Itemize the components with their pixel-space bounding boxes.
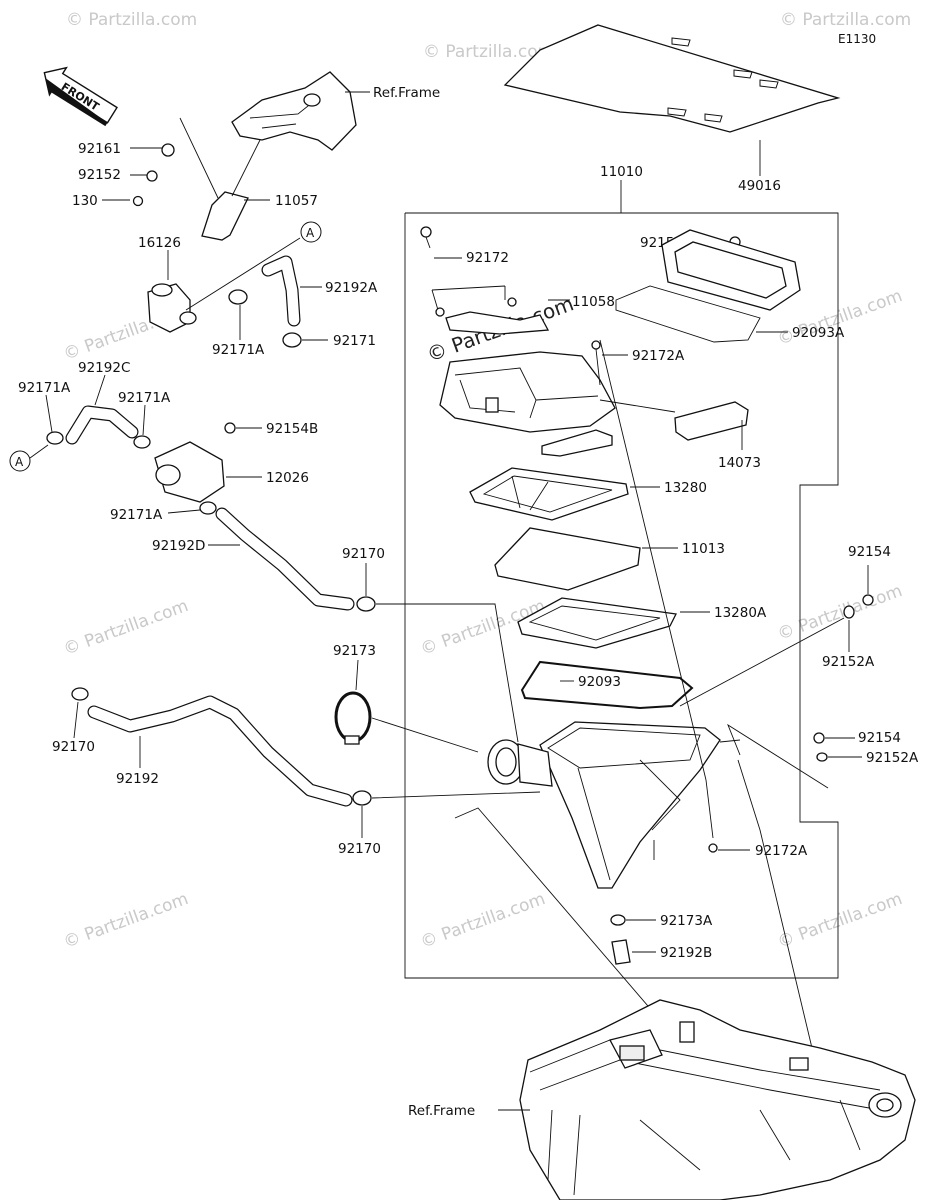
hose-92192D: 92192D xyxy=(152,507,355,611)
hose-92192A: 92192A xyxy=(261,255,378,327)
label-92154B: 92154B xyxy=(266,421,318,437)
valve-16126: 16126 xyxy=(138,235,301,333)
label-13280: 13280 xyxy=(664,480,707,496)
frame-13280A: 13280A xyxy=(517,597,767,649)
label-92152A-2: 92152A xyxy=(866,750,919,766)
seal-92093A: 92093A xyxy=(615,229,845,343)
housing-cover-upper: 92172A xyxy=(439,340,685,433)
bolt-92154-lower: 92154 xyxy=(813,730,901,746)
label-92152A-1: 92152A xyxy=(822,654,875,670)
watermark: © Partzilla.com xyxy=(61,889,191,953)
clamp-92171A-mid: 92171A xyxy=(118,390,171,449)
clip-92173A: 92173A xyxy=(610,913,713,929)
label-16126: 16126 xyxy=(138,235,181,251)
label-92170-3: 92170 xyxy=(52,739,95,755)
label-92170-1: 92170 xyxy=(342,546,385,562)
label-11013: 11013 xyxy=(682,541,725,557)
label-11010: 11010 xyxy=(600,164,643,180)
watermark: © Partzilla.com xyxy=(775,889,905,953)
ref-frame-bottom: Ref.Frame xyxy=(408,999,916,1200)
frame-13280: 13280 xyxy=(469,467,707,521)
circle-label: A xyxy=(306,226,315,240)
label-92173: 92173 xyxy=(333,643,376,659)
clamp-92170-top: 92170 xyxy=(342,546,519,743)
label-92172: 92172 xyxy=(466,250,509,266)
duct-14073: 14073 xyxy=(599,399,761,471)
watermark: © Partzilla.com xyxy=(418,889,548,953)
label-92161: 92161 xyxy=(78,141,121,157)
pad-49016: 49016 xyxy=(503,24,841,194)
clamp-92170-left: 92170 xyxy=(52,687,95,755)
clamp-92171A-top: 92171A xyxy=(212,289,265,358)
clamp-92171: 92171 xyxy=(282,332,376,349)
label-92154-1: 92154 xyxy=(848,544,891,560)
label-92172A-1: 92172A xyxy=(632,348,685,364)
label-92171A-2: 92171A xyxy=(18,380,71,396)
label-92170-2: 92170 xyxy=(338,841,381,857)
watermark: © Partzilla.com xyxy=(775,581,905,645)
label-92171A-1: 92171A xyxy=(212,342,265,358)
bracket-strip xyxy=(541,429,613,457)
assembly-box-11010: 11010 xyxy=(404,164,839,979)
washer-92152A-lower: 92152A xyxy=(727,723,919,789)
watermark: © Partzilla.com xyxy=(61,596,191,660)
label-92173A: 92173A xyxy=(660,913,713,929)
label-11058: 11058 xyxy=(572,294,615,310)
label-92152: 92152 xyxy=(78,167,121,183)
label-92171A-4: 92171A xyxy=(110,507,163,523)
label-92171A-3: 92171A xyxy=(118,390,171,406)
circle-label: A xyxy=(15,455,24,469)
diagram-code: E1130 xyxy=(838,32,876,46)
label-92192: 92192 xyxy=(116,771,159,787)
label-92192B: 92192B xyxy=(660,945,712,961)
clamp-92171A-lower: 92171A xyxy=(110,501,217,523)
hose-92192C: 92192C xyxy=(65,360,139,445)
label-92093A: 92093A xyxy=(792,325,845,341)
ref-frame-label-bottom: Ref.Frame xyxy=(408,1103,475,1119)
washer-92152A-top: 92152A xyxy=(679,605,875,707)
label-49016: 49016 xyxy=(738,178,781,194)
bracket-11057: 11057 xyxy=(201,139,318,241)
housing-lower xyxy=(487,721,741,889)
valve-12026: 12026 xyxy=(154,441,309,503)
screw-92172A-lower: 92172A xyxy=(599,339,808,859)
clamp-92171A-left: 92171A xyxy=(18,380,71,445)
band-92173: 92173 xyxy=(333,643,479,753)
label-92192A: 92192A xyxy=(325,280,378,296)
clamp-92170-bottom: 92170 xyxy=(338,790,541,857)
fasteners-top-left: 92161 92152 130 xyxy=(72,117,219,209)
watermark: © Partzilla.com xyxy=(780,10,911,30)
front-arrow-icon: FRONT xyxy=(43,66,118,127)
label-92192D: 92192D xyxy=(152,538,205,554)
bolt-92154B: 92154B xyxy=(224,421,318,437)
hose-92192: 92192 xyxy=(87,695,353,807)
label-11057: 11057 xyxy=(275,193,318,209)
watermark: © Partzilla.com xyxy=(423,42,554,62)
label-92154-2: 92154 xyxy=(858,730,901,746)
label-13280A: 13280A xyxy=(714,605,767,621)
ref-frame-top: Ref.Frame xyxy=(231,71,440,151)
label-92192C: 92192C xyxy=(78,360,130,376)
seal-92093: 92093 xyxy=(520,660,694,710)
hose-92192B: 92192B xyxy=(611,939,712,965)
label-92172A-2: 92172A xyxy=(755,843,808,859)
label-92093: 92093 xyxy=(578,674,621,690)
screw-92172-bracket-11058: 92172 11058 xyxy=(420,226,615,335)
filter-11013: 11013 xyxy=(494,527,725,591)
watermark: © Partzilla.com xyxy=(66,10,197,30)
reference-circle-a-top: A xyxy=(300,221,322,243)
label-12026: 12026 xyxy=(266,470,309,486)
label-130: 130 xyxy=(72,193,98,209)
label-92171: 92171 xyxy=(333,333,376,349)
label-14073: 14073 xyxy=(718,455,761,471)
ref-frame-label-top: Ref.Frame xyxy=(373,85,440,101)
bolt-92154-top: 92154 xyxy=(848,544,891,606)
reference-circle-a-left: A xyxy=(9,444,49,472)
